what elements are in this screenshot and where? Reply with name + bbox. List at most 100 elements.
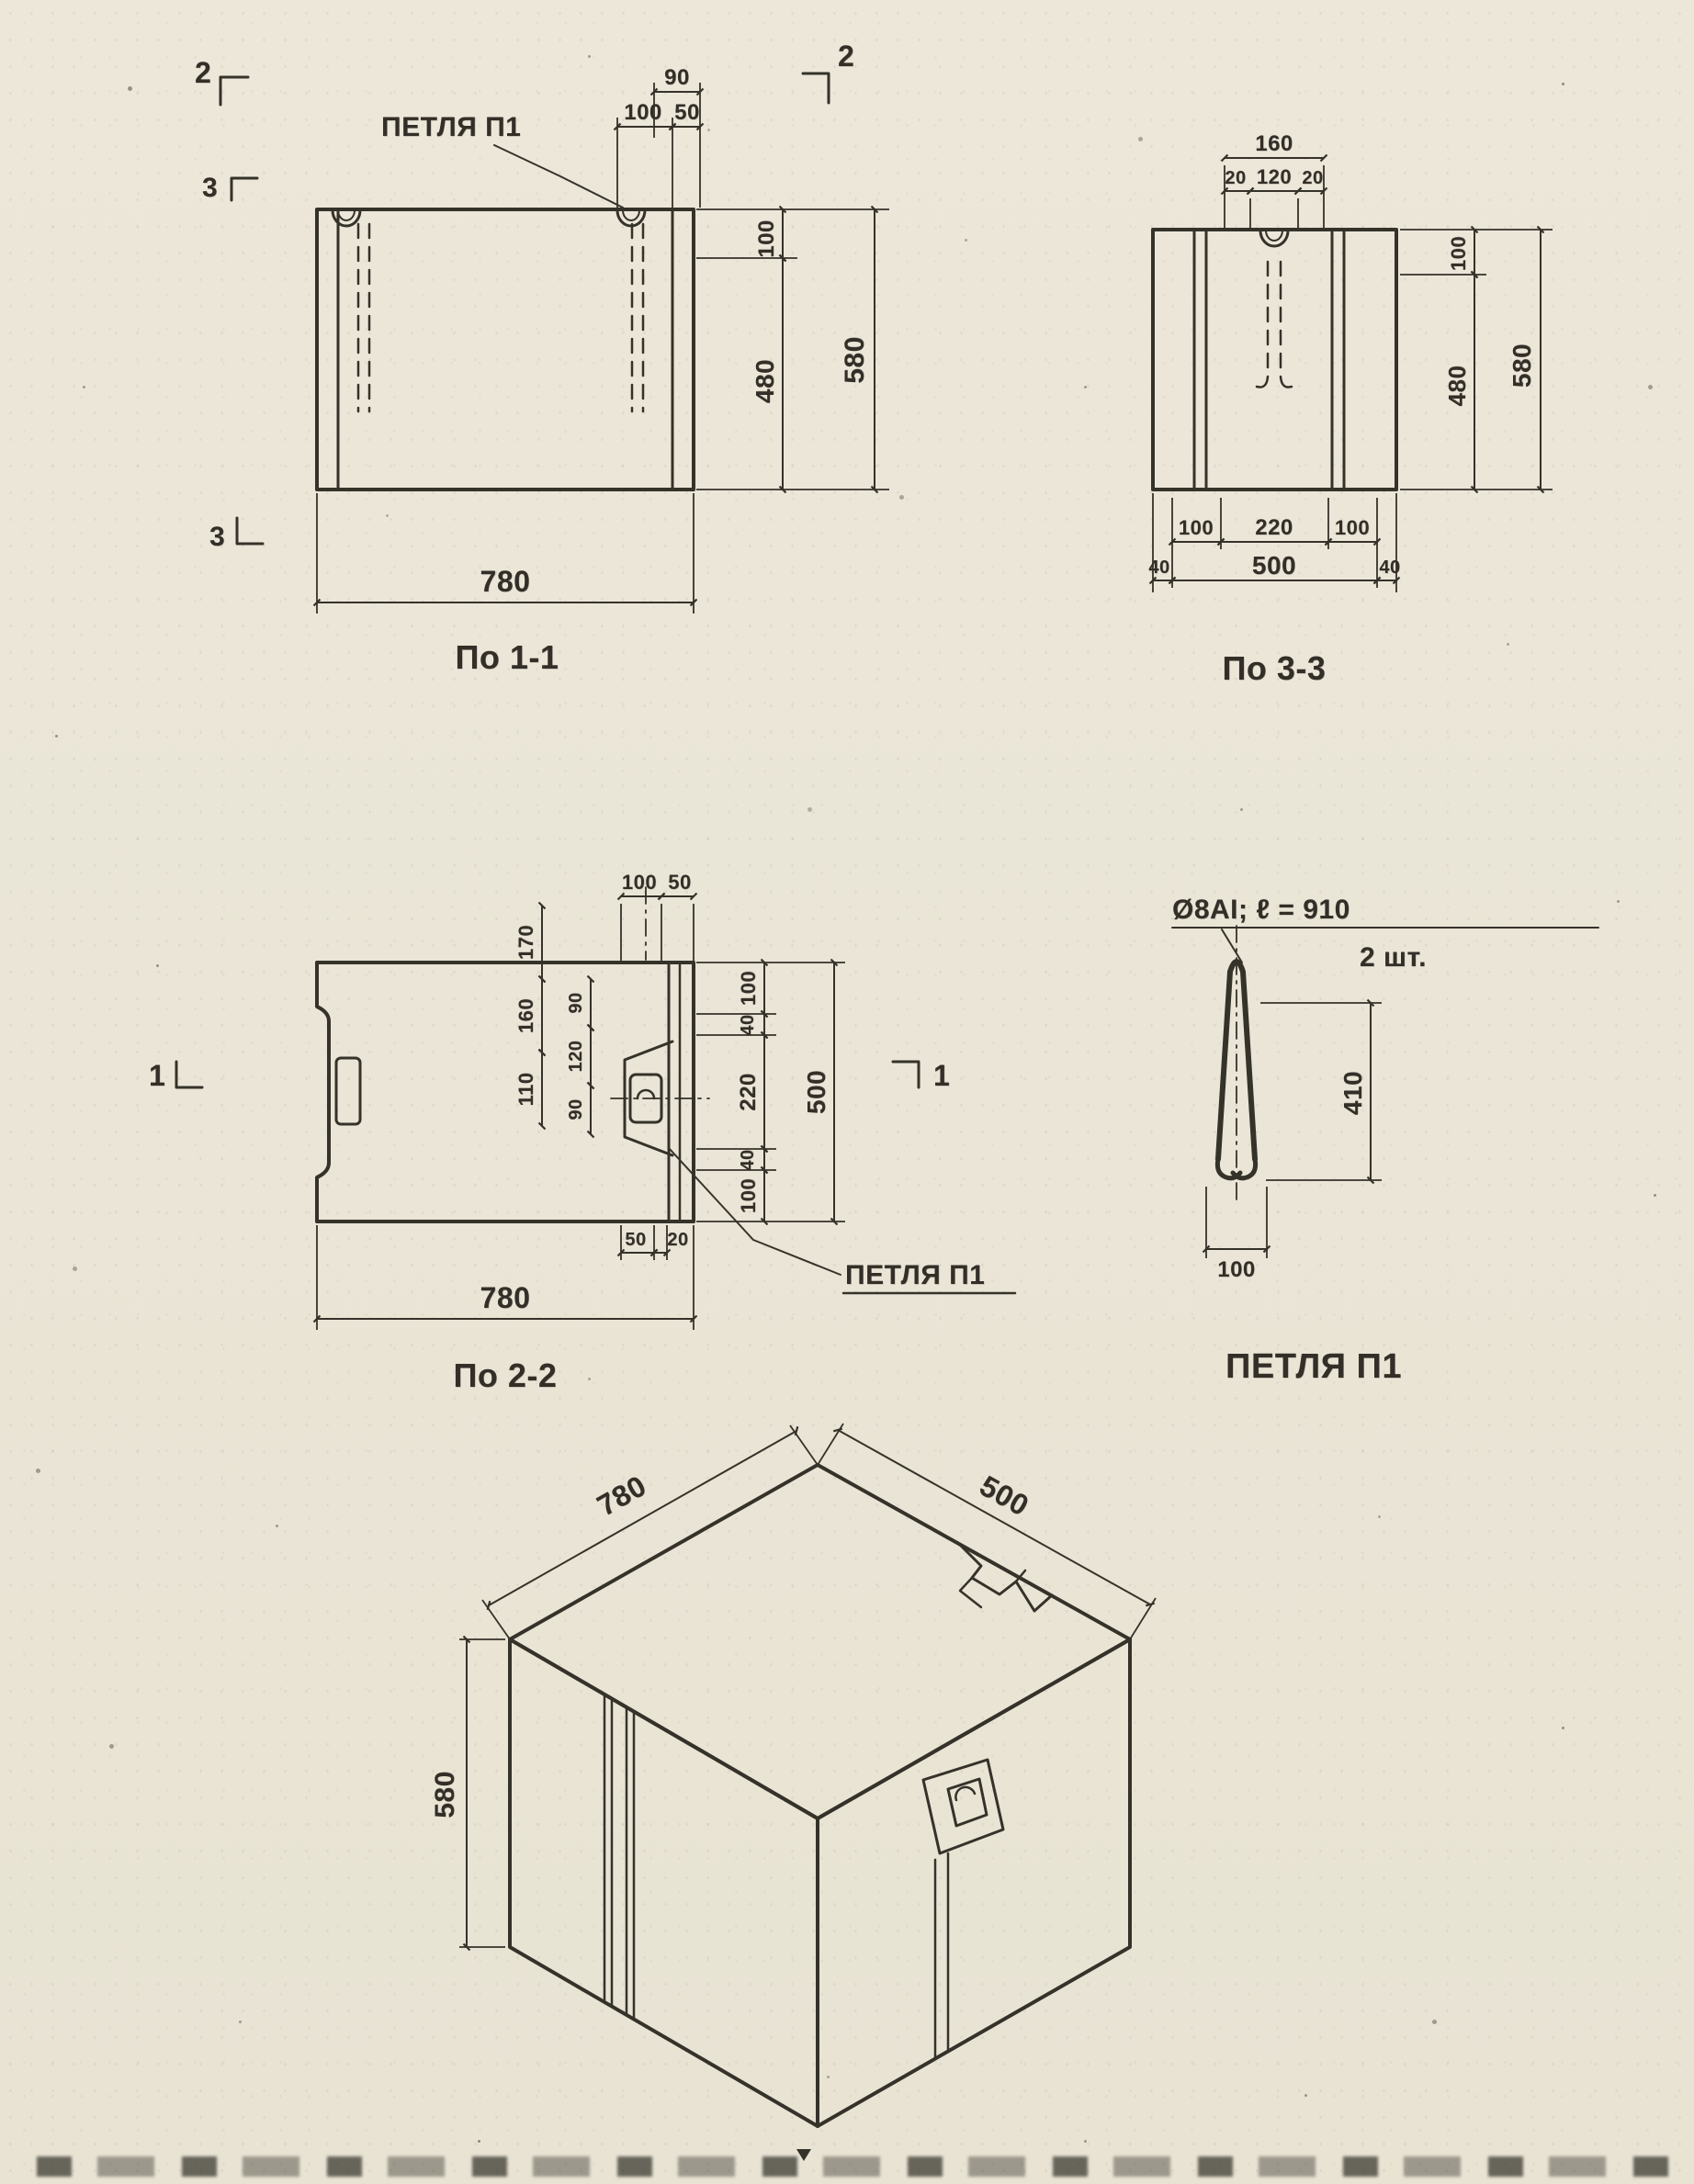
dim-580: 580 xyxy=(1508,343,1536,388)
key-slot xyxy=(334,1056,362,1126)
lifting-loop-section-icon xyxy=(1255,229,1293,388)
rebar-callout: Ø8АI; ℓ = 910 2 шт. xyxy=(1171,895,1599,973)
dim-120: 120 xyxy=(1257,165,1292,188)
dim-100-top: 100 xyxy=(624,100,662,125)
dim-220: 220 xyxy=(736,1073,761,1111)
dimension-lines-top: 100 50 90 xyxy=(613,65,705,208)
bottom-center-mark-icon xyxy=(796,2149,811,2161)
caption-section-1-1: По 1-1 xyxy=(456,638,559,676)
dimension-lines-bottom: 50 20 780 xyxy=(312,1225,698,1330)
dim-160: 160 xyxy=(1255,131,1293,156)
dim-500: 500 xyxy=(975,1469,1034,1522)
dimension-lines-top: 100 50 xyxy=(616,871,698,961)
dim-780: 780 xyxy=(480,1281,531,1314)
rebar-qty-label: 2 шт. xyxy=(1360,942,1427,973)
dimension-lines-interior: 170 160 110 90 120 90 xyxy=(514,901,595,1139)
view-isometric: 780 500 580 xyxy=(430,1423,1157,2161)
dim-100-right-bottom: 100 xyxy=(737,1178,760,1213)
mark-1-right-bracket-icon xyxy=(891,1060,920,1089)
mark-1-left-bracket-icon xyxy=(175,1060,204,1089)
mark-2-right-bracket-icon xyxy=(801,72,830,105)
loop-pocket xyxy=(610,886,710,1157)
dim-100-bottom-right: 100 xyxy=(1335,516,1370,539)
dim-120: 120 xyxy=(566,1041,586,1073)
mark-3-bottom-bracket-icon xyxy=(235,516,265,546)
dim-50-bottom: 50 xyxy=(625,1230,646,1250)
loop-callout-label: ПЕТЛЯ П1 xyxy=(845,1260,985,1290)
block-plan-outline xyxy=(315,961,695,1223)
block-end-outline xyxy=(1151,228,1398,491)
mark-2-right: 2 xyxy=(838,39,854,73)
dim-90-b: 90 xyxy=(566,1098,586,1120)
view-section-3-3: 160 20 120 20 100 480 580 xyxy=(1148,131,1553,687)
dimension-line-500: 500 xyxy=(817,1423,1157,1640)
dim-410: 410 xyxy=(1338,1071,1367,1115)
dimension-lines-right: 100 480 580 xyxy=(1400,225,1553,494)
dim-160: 160 xyxy=(514,998,537,1033)
block-elevation-outline xyxy=(315,208,695,491)
dim-20-bottom: 20 xyxy=(667,1230,688,1250)
scan-speckle-noise xyxy=(0,0,3,3)
caption-loop-detail: ПЕТЛЯ П1 xyxy=(1225,1347,1402,1386)
section-cut-marks: 1 1 xyxy=(149,1059,950,1092)
block-isometric-body xyxy=(508,1463,1132,2128)
dim-100-right: 100 xyxy=(1447,236,1470,271)
section-cut-marks: 2 2 3 3 xyxy=(195,39,854,552)
mark-2-left-bracket-icon xyxy=(219,75,250,107)
view-loop-detail: Ø8АI; ℓ = 910 2 шт. 410 100 ПЕТЛЯ П1 xyxy=(1171,895,1599,1386)
dim-40-right-bottom: 40 xyxy=(738,1149,758,1170)
rebar-callout-leader xyxy=(1221,929,1243,963)
dimension-line-580: 580 xyxy=(430,1635,505,1952)
dim-90-a: 90 xyxy=(566,992,586,1013)
mark-2-left: 2 xyxy=(195,56,211,89)
dim-50-top: 50 xyxy=(668,871,691,894)
mark-1-left: 1 xyxy=(149,1059,165,1092)
dim-40-right-top: 40 xyxy=(738,1014,758,1035)
caption-section-3-3: По 3-3 xyxy=(1223,649,1327,687)
dimension-line-width: 100 xyxy=(1202,1187,1271,1282)
dim-170: 170 xyxy=(514,925,537,960)
rebar-spec-label: Ø8АI; ℓ = 910 xyxy=(1172,895,1350,925)
loop-pocket-isometric xyxy=(921,1758,1005,1855)
dimension-line-780: 780 xyxy=(481,1424,819,1640)
dim-100: 100 xyxy=(1217,1257,1256,1282)
dim-480: 480 xyxy=(751,359,779,403)
dim-40-left: 40 xyxy=(1148,557,1169,578)
dim-100-bottom-left: 100 xyxy=(1179,516,1214,539)
lifting-loop-left-icon xyxy=(331,208,362,228)
scan-bottom-smudge xyxy=(37,2156,1672,2177)
loop-callout: ПЕТЛЯ П1 xyxy=(668,1147,1017,1295)
dim-500: 500 xyxy=(1252,551,1296,580)
dim-40-right: 40 xyxy=(1379,557,1400,578)
loop-callout-leader xyxy=(668,1147,841,1276)
dim-20-right: 20 xyxy=(1302,168,1323,188)
dim-580: 580 xyxy=(430,1771,460,1818)
dimension-lines-right: 100 480 580 xyxy=(696,205,889,494)
view-section-1-1: ПЕТЛЯ П1 100 50 90 100 480 580 xyxy=(195,39,889,676)
dim-100-top: 100 xyxy=(622,871,657,894)
dim-20-left: 20 xyxy=(1225,168,1246,188)
caption-section-2-2: По 2-2 xyxy=(454,1357,558,1394)
dimension-lines-top: 160 20 120 20 xyxy=(1220,131,1328,228)
dim-580: 580 xyxy=(840,336,870,384)
dimension-line-height: 410 xyxy=(1260,998,1382,1185)
loop-callout-label: ПЕТЛЯ П1 xyxy=(381,112,521,142)
dim-50: 50 xyxy=(674,100,700,125)
loop-bar-shape xyxy=(1214,925,1259,1206)
mark-3-top-bracket-icon xyxy=(230,176,259,202)
dimension-lines-bottom: 100 220 100 40 500 40 xyxy=(1148,493,1401,592)
dimension-lines-right: 100 40 220 40 100 500 xyxy=(696,958,845,1226)
dim-480: 480 xyxy=(1443,366,1471,407)
loop-callout-leader xyxy=(493,144,624,208)
dim-220: 220 xyxy=(1255,515,1293,540)
lifting-loop-right-icon xyxy=(615,208,647,228)
mark-3-bottom: 3 xyxy=(209,522,225,552)
mark-3-top: 3 xyxy=(202,173,218,203)
view-section-2-2: 100 50 170 160 110 90 120 90 xyxy=(149,871,1017,1394)
dimension-line-bottom: 780 xyxy=(312,493,698,614)
dim-110: 110 xyxy=(514,1073,537,1107)
mark-1-right: 1 xyxy=(933,1059,950,1092)
dim-780: 780 xyxy=(592,1469,652,1522)
dim-90: 90 xyxy=(664,65,690,90)
